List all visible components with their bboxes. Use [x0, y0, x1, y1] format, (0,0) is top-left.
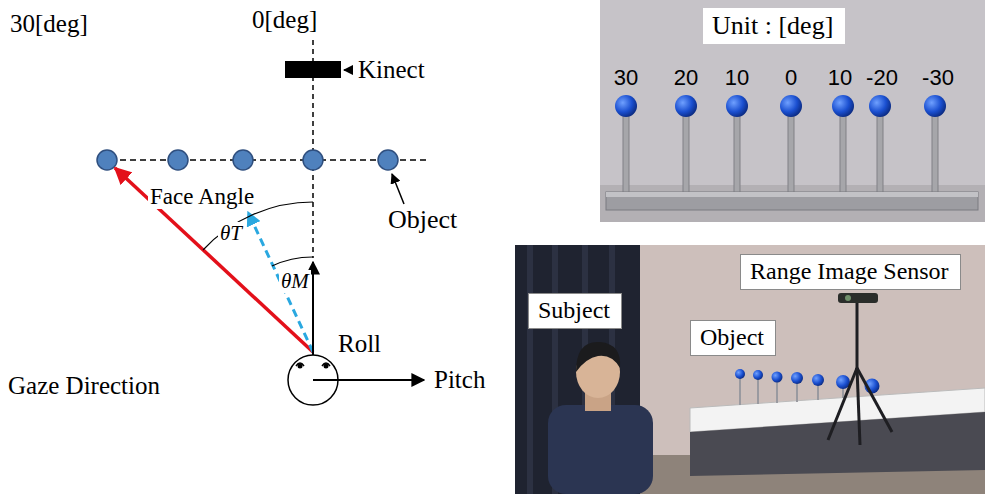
unit-box: Unit : [deg] [703, 8, 845, 44]
angle-value: 10 [725, 66, 749, 90]
axis-label: Face Angle [148, 184, 256, 209]
box-text: Subject [538, 297, 612, 325]
box-text: Unit : [deg] [712, 11, 836, 41]
box-text: Object [700, 324, 766, 352]
angle-value: 0 [785, 66, 797, 90]
angle-value: 10 [828, 66, 852, 90]
angle-value: -30 [922, 66, 954, 90]
axis-label: Gaze Direction [6, 372, 162, 400]
object-label: Object [386, 206, 459, 235]
gaze-schematic [97, 40, 428, 405]
angle-symbol: θT [218, 222, 244, 245]
object-photo [600, 0, 985, 222]
angle-label: 30[deg] [8, 10, 90, 38]
angle-label: 0[deg] [250, 6, 319, 34]
box-text: Range Image Sensor [750, 258, 951, 286]
object-label-box: Object [690, 320, 776, 356]
axis-label: Roll [336, 330, 383, 358]
room-photo [515, 245, 985, 494]
angle-value: 20 [674, 66, 698, 90]
device-label: Kinect [356, 56, 427, 84]
angle-value: 30 [614, 66, 638, 90]
subject-label-box: Subject [528, 293, 622, 329]
sensor-label-box: Range Image Sensor [740, 254, 961, 290]
angle-symbol: θM [279, 270, 311, 293]
axis-label: Pitch [432, 366, 487, 394]
angle-value: -20 [866, 66, 898, 90]
